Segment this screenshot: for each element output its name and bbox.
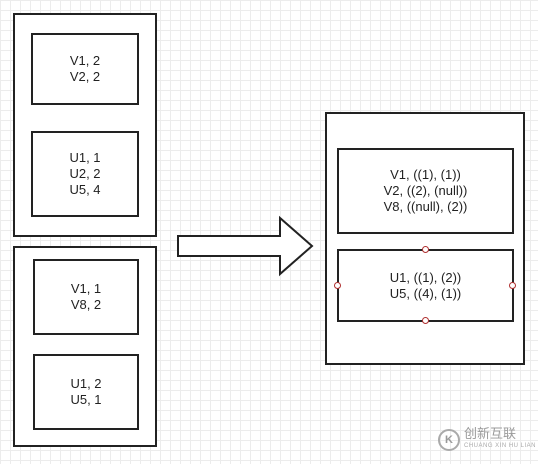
cell-line: V8, ((null), (2)) xyxy=(383,199,468,214)
left-bottom-cell-b[interactable]: U1, 2 U5, 1 xyxy=(33,354,139,430)
right-cell-b[interactable]: U1, ((1), (2)) U5, ((4), (1)) xyxy=(337,249,514,322)
left-top-cell-b[interactable]: U1, 1 U2, 2 U5, 4 xyxy=(31,131,139,217)
selection-handle-bottom[interactable] xyxy=(422,317,429,324)
cell-line: V2, ((2), (null)) xyxy=(383,183,468,198)
left-top-cell-a[interactable]: V1, 2 V2, 2 xyxy=(31,33,139,105)
watermark-sub: CHUANG XIN HU LIAN xyxy=(464,443,537,449)
cell-line: V1, 1 xyxy=(70,281,102,296)
cell-line: V8, 2 xyxy=(70,297,102,312)
cell-line: V1, 2 xyxy=(69,53,101,68)
selection-handle-top[interactable] xyxy=(422,246,429,253)
right-cell-a[interactable]: V1, ((1), (1)) V2, ((2), (null)) V8, ((n… xyxy=(337,148,514,234)
cell-line: U1, 2 xyxy=(70,376,102,391)
cell-line: U5, 4 xyxy=(69,182,101,197)
selection-handle-left[interactable] xyxy=(334,282,341,289)
watermark-logo-icon: K xyxy=(438,429,460,451)
cell-line: V2, 2 xyxy=(69,69,101,84)
cell-line: U1, ((1), (2)) xyxy=(389,269,462,285)
cell-line: U5, ((4), (1)) xyxy=(389,285,462,301)
left-bottom-cell-a[interactable]: V1, 1 V8, 2 xyxy=(33,259,139,335)
right-arrow-icon xyxy=(177,215,314,277)
selection-handle-right[interactable] xyxy=(509,282,516,289)
watermark-name: 创新互联 xyxy=(464,426,517,441)
cell-line: V1, ((1), (1)) xyxy=(390,167,461,182)
cell-line: U1, 1 xyxy=(69,150,101,165)
cell-line: U2, 2 xyxy=(69,166,101,181)
cell-line: U5, 1 xyxy=(70,392,102,407)
watermark: K 创新互联 CHUANG XIN HU LIAN xyxy=(438,426,537,452)
